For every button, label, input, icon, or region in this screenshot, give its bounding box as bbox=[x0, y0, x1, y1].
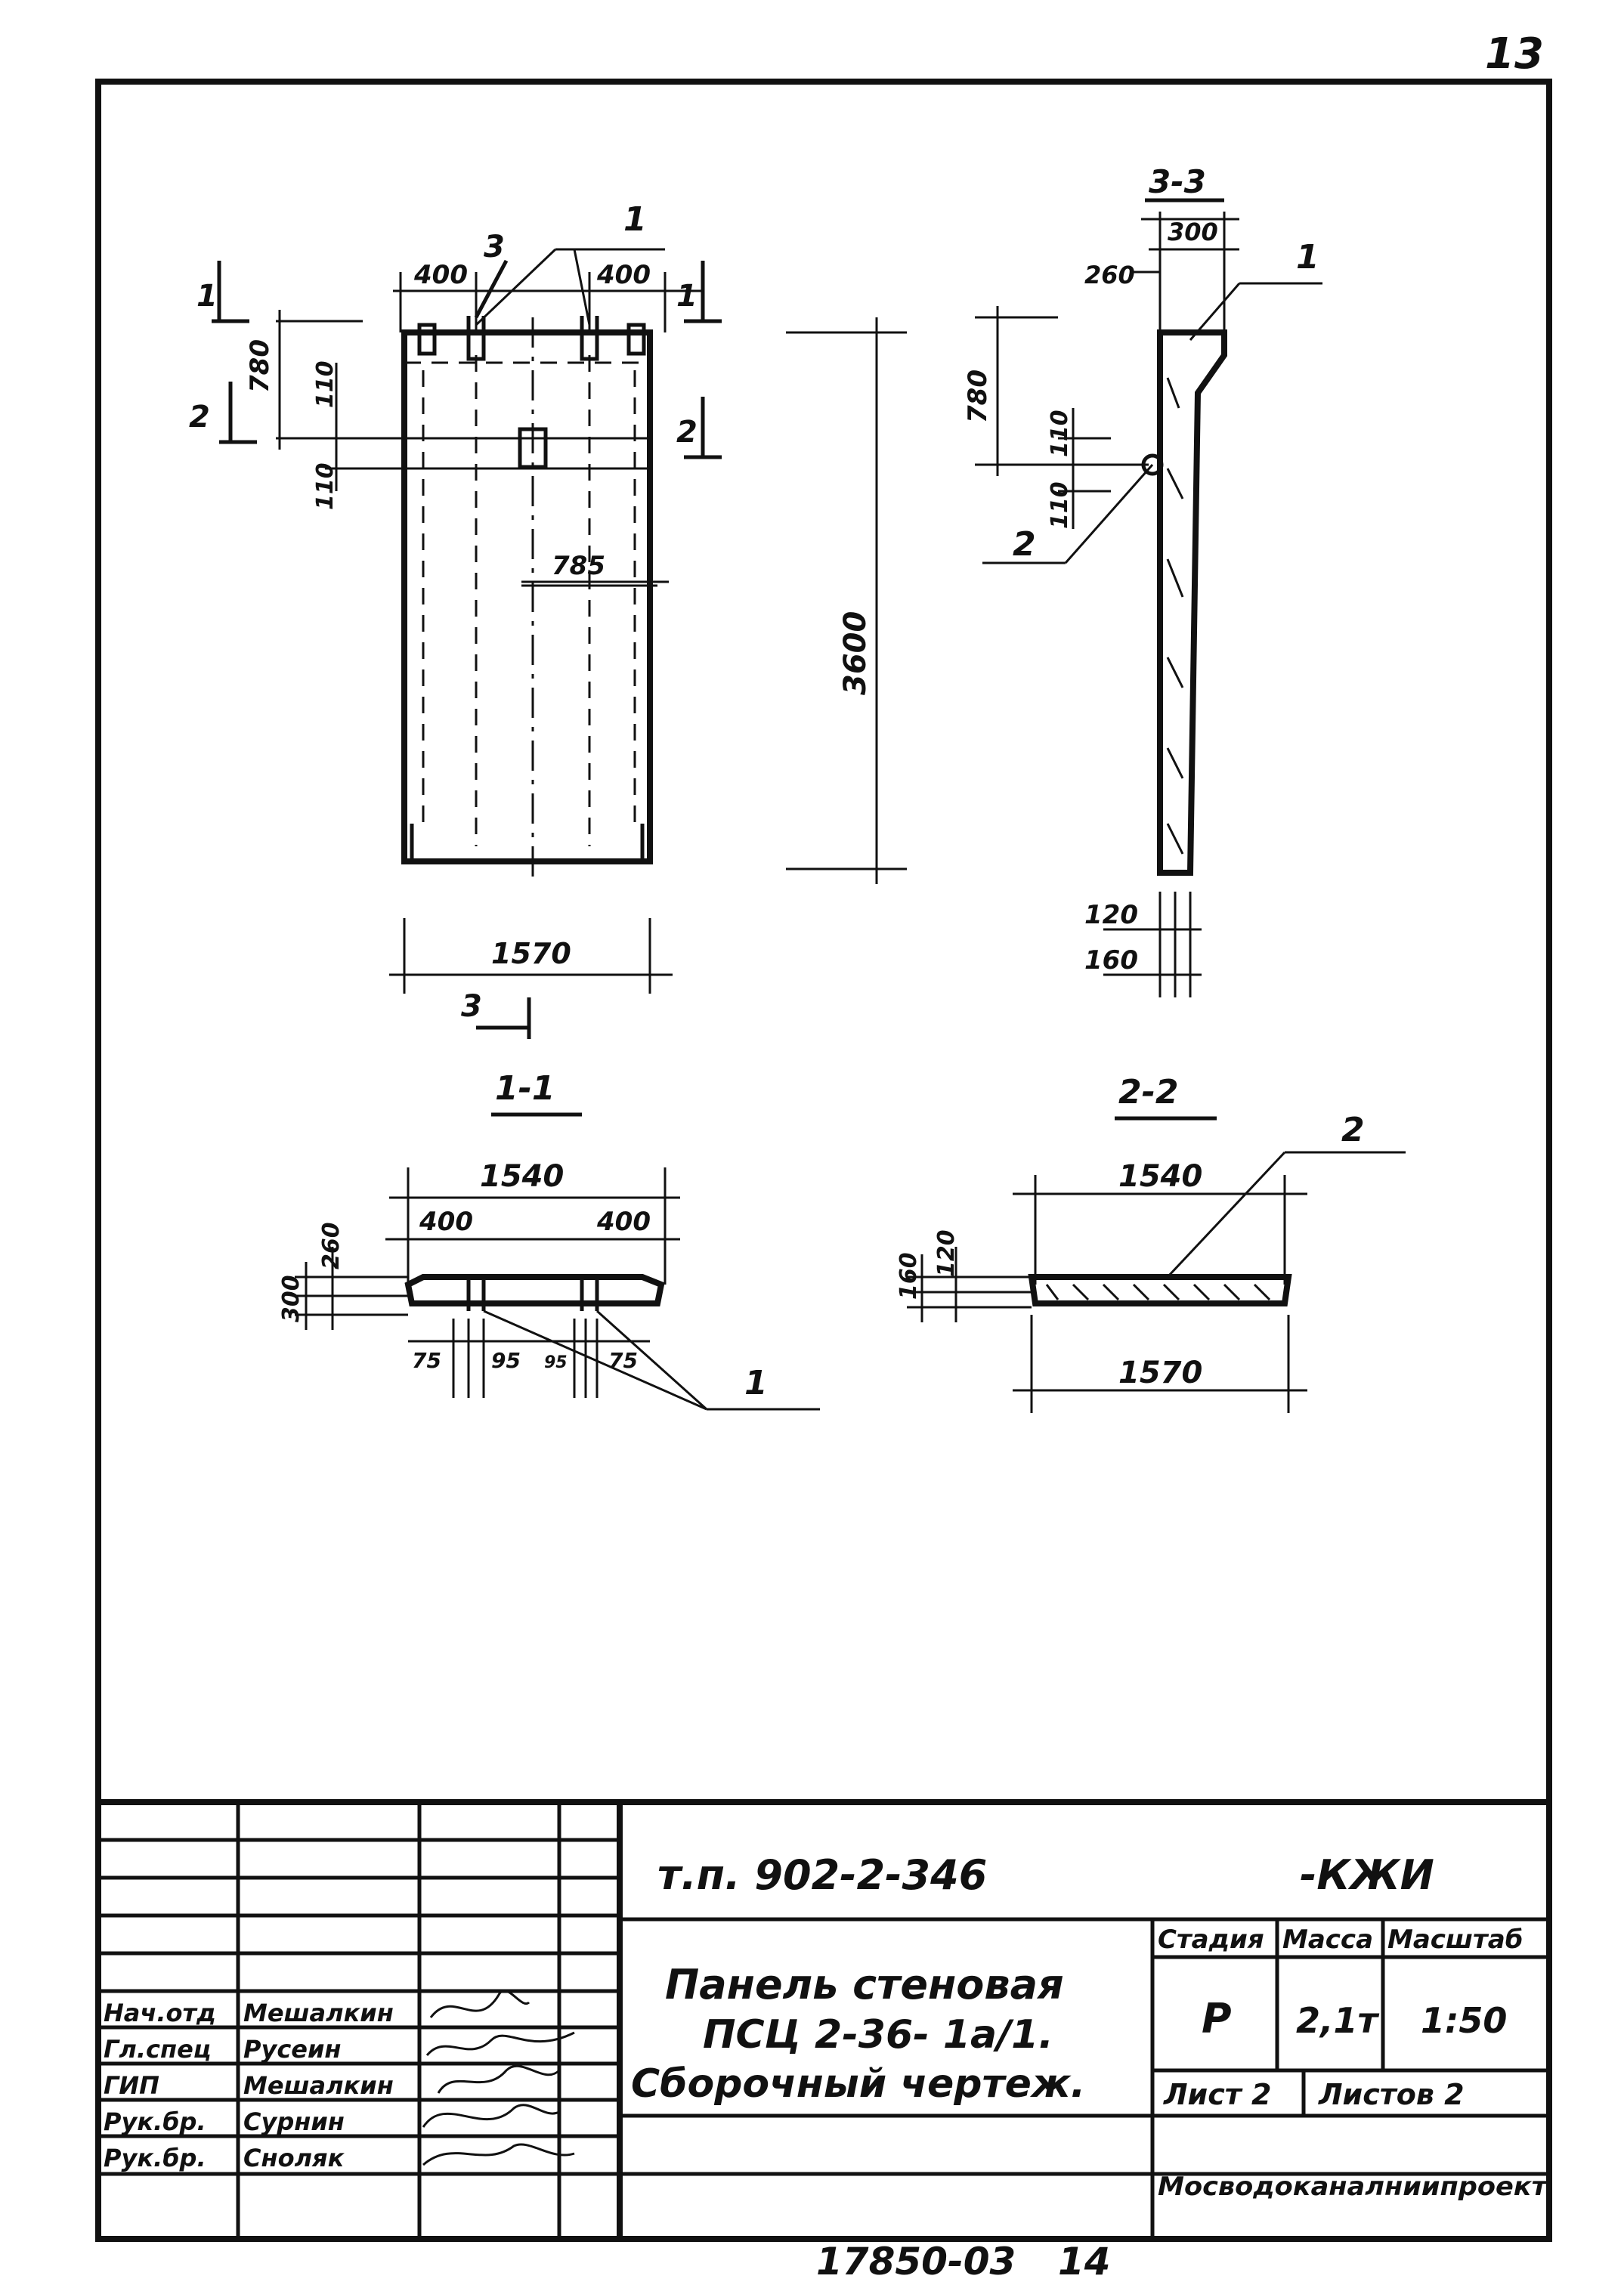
dim-s22-1540: 1540 bbox=[1118, 1159, 1202, 1194]
cut-mark-2-left: 2 bbox=[189, 400, 210, 434]
mass-header: Масса bbox=[1282, 1925, 1373, 1955]
title-line-1: Панель стеновая bbox=[665, 1961, 1064, 2008]
dim-front-top-right: 400 bbox=[596, 260, 651, 290]
section-3-3: 3-3 300 260 1 780 110 110 2 120 160 bbox=[963, 163, 1322, 997]
title-block: т.п. 902-2-346 -КЖИ Панель стеновая ПСЦ … bbox=[98, 1799, 1549, 2239]
dim-front-1570: 1570 bbox=[491, 937, 571, 970]
section-2-2-title: 2-2 bbox=[1118, 1073, 1179, 1112]
cut-mark-1-right: 1 bbox=[676, 279, 698, 314]
title-line-3: Сборочный чертеж. bbox=[631, 2061, 1085, 2107]
leader-label-1-side: 1 bbox=[1296, 238, 1319, 277]
panel-top-notches bbox=[417, 323, 646, 356]
doc-code: т.п. 902-2-346 bbox=[657, 1851, 987, 1899]
bottom-code: 17850-03 bbox=[816, 2240, 1016, 2283]
doc-suffix: -КЖИ bbox=[1300, 1851, 1434, 1899]
stage-header: Стадия bbox=[1158, 1925, 1264, 1955]
cut-mark-2-right: 2 bbox=[676, 415, 698, 450]
cut-mark-3-top: 3 bbox=[484, 230, 505, 264]
stage-value: Р bbox=[1202, 1995, 1232, 2042]
scale-value: 1:50 bbox=[1421, 2000, 1507, 2041]
dim-s11-1540: 1540 bbox=[480, 1159, 564, 1194]
dim-s11-400-left: 400 bbox=[419, 1207, 473, 1237]
dim-side-110-b: 110 bbox=[1047, 481, 1073, 529]
section-2-2-outline bbox=[1028, 1274, 1292, 1306]
signature-1 bbox=[429, 1989, 531, 2018]
panel-outline bbox=[401, 329, 653, 864]
dim-s11-300: 300 bbox=[278, 1275, 305, 1322]
signature-5 bbox=[422, 2143, 575, 2166]
dim-s11-400-right: 400 bbox=[596, 1207, 651, 1237]
dim-front-3600: 3600 bbox=[838, 611, 873, 695]
sheet-label: Лист 2 bbox=[1163, 2078, 1271, 2111]
dim-side-300: 300 bbox=[1168, 218, 1218, 246]
name-4: Сурнин bbox=[243, 2107, 345, 2136]
page-number: 13 bbox=[1485, 29, 1544, 79]
name-3: Мешалкин bbox=[243, 2071, 394, 2100]
section-1-1-outline bbox=[404, 1274, 665, 1306]
name-5: Сноляк bbox=[243, 2144, 345, 2172]
dim-s22-1570: 1570 bbox=[1118, 1356, 1202, 1390]
dim-side-110-a: 110 bbox=[1047, 410, 1073, 457]
section-3-3-outline bbox=[1157, 329, 1227, 876]
signature-3 bbox=[437, 2064, 561, 2094]
organization: Мосводоканалниипроект bbox=[1158, 2172, 1548, 2202]
name-1: Мешалкин bbox=[243, 1999, 394, 2027]
leader-label-2-s22: 2 bbox=[1341, 1111, 1365, 1149]
dim-front-110-a: 110 bbox=[312, 360, 339, 408]
dim-s11-95-a: 95 bbox=[491, 1348, 521, 1373]
front-view bbox=[325, 316, 669, 877]
signature-2 bbox=[425, 2031, 575, 2056]
section-2-2-hatch bbox=[1045, 1283, 1271, 1301]
role-1: Нач.отд bbox=[104, 1999, 216, 2027]
dim-s11-75-b: 75 bbox=[608, 1348, 638, 1373]
lifting-loops bbox=[466, 316, 599, 361]
dim-side-780: 780 bbox=[963, 369, 993, 423]
name-2: Русеин bbox=[243, 2035, 342, 2064]
section-1-1-title: 1-1 bbox=[495, 1069, 555, 1108]
dim-front-785: 785 bbox=[552, 551, 605, 581]
section-3-3-hatch bbox=[1166, 377, 1184, 855]
section-1-1: 1-1 1540 400 400 260 300 75 95 95 75 1 bbox=[278, 1069, 820, 1411]
front-dimensions: 400 400 780 110 110 785 3600 1570 bbox=[245, 260, 907, 994]
sheets-label: Листов 2 bbox=[1318, 2078, 1465, 2111]
scale-header: Масштаб bbox=[1387, 1925, 1523, 1955]
dim-front-top-left: 400 bbox=[413, 260, 468, 290]
section-3-3-title: 3-3 bbox=[1149, 163, 1206, 200]
dim-side-260: 260 bbox=[1084, 261, 1135, 289]
role-3: ГИП bbox=[104, 2071, 159, 2100]
title-line-2: ПСЦ 2-36- 1а/1. bbox=[703, 2012, 1053, 2058]
dim-side-120: 120 bbox=[1084, 900, 1138, 930]
section-2-2: 2-2 1540 2 120 160 1570 bbox=[896, 1073, 1406, 1413]
front-cut-marks: 1 1 2 2 3 3 1 bbox=[189, 200, 722, 1039]
cut-mark-1-left: 1 bbox=[196, 279, 218, 314]
dim-s11-95-b: 95 bbox=[544, 1353, 568, 1372]
panel-bottom-notches bbox=[410, 824, 645, 861]
role-4: Рук.бр. bbox=[104, 2107, 206, 2136]
dim-s11-75-a: 75 bbox=[412, 1348, 441, 1373]
dim-s22-160: 160 bbox=[896, 1252, 922, 1300]
leader-label-1-front: 1 bbox=[623, 200, 647, 239]
dim-front-780: 780 bbox=[245, 339, 275, 393]
dim-front-110-b: 110 bbox=[312, 462, 339, 510]
bottom-page: 14 bbox=[1058, 2240, 1111, 2283]
embedded-part bbox=[518, 427, 548, 469]
role-5: Рук.бр. bbox=[104, 2144, 206, 2172]
signature-4 bbox=[422, 2104, 560, 2128]
dim-side-160: 160 bbox=[1084, 945, 1138, 976]
dim-s22-120: 120 bbox=[933, 1229, 960, 1277]
dim-s11-260: 260 bbox=[318, 1222, 345, 1269]
leader-label-1-s11: 1 bbox=[744, 1364, 768, 1402]
cut-mark-3: 3 bbox=[461, 989, 482, 1024]
mass-value: 2,1т bbox=[1296, 2000, 1379, 2041]
role-2: Гл.спец bbox=[104, 2035, 211, 2064]
leader-label-2-side: 2 bbox=[1013, 525, 1036, 564]
drawing-frame bbox=[95, 79, 1552, 2242]
